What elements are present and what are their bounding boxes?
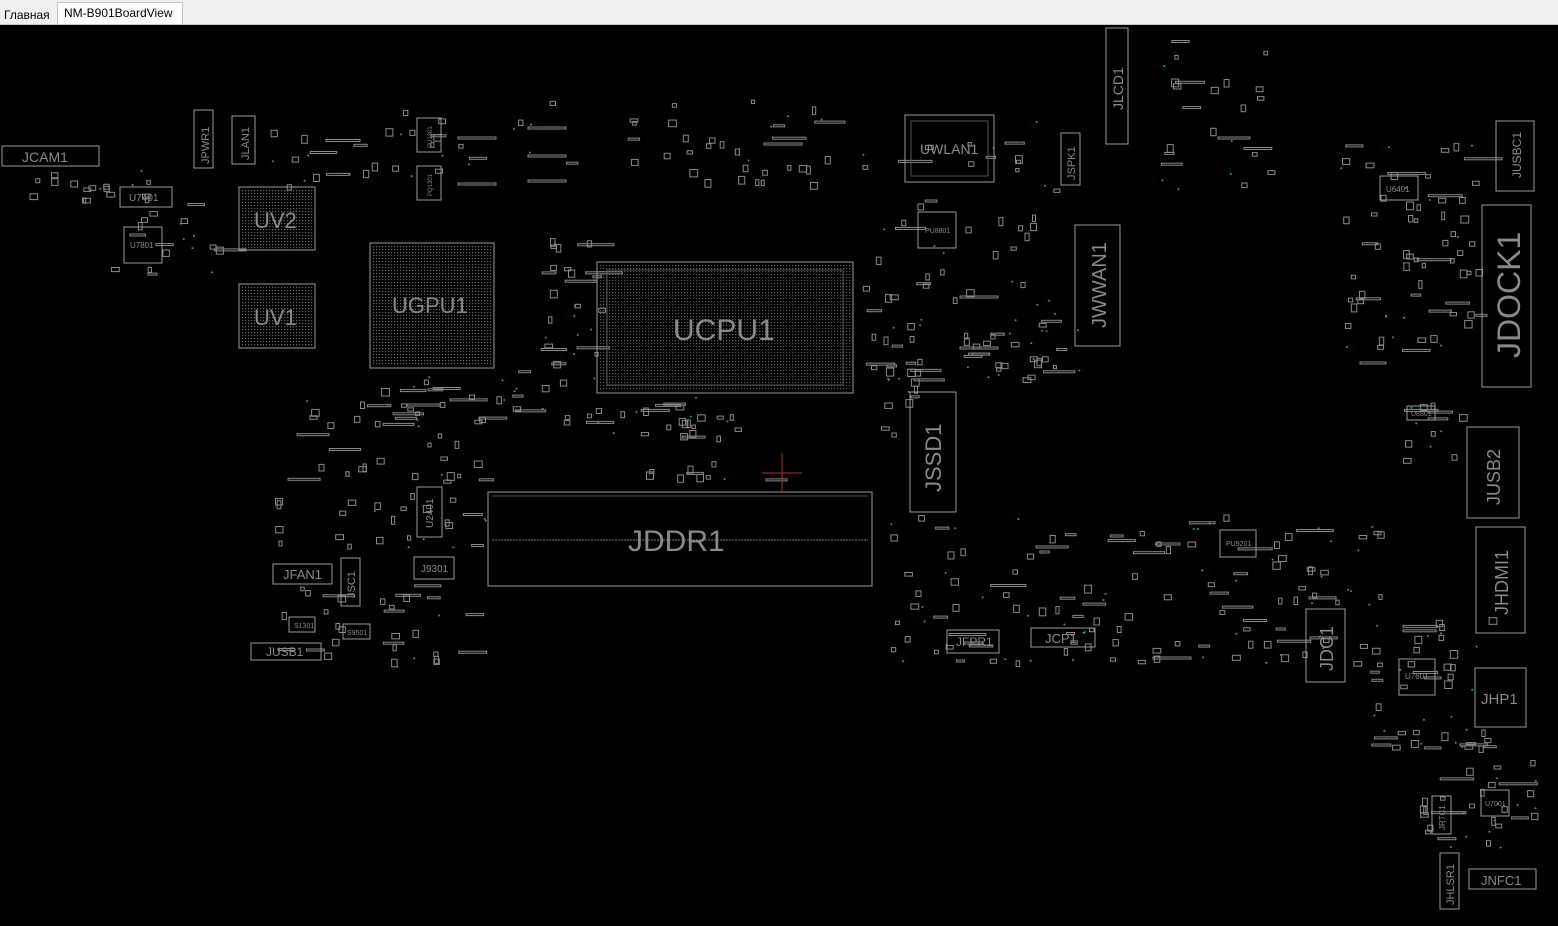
jusb2-outline[interactable] (1466, 426, 1520, 519)
jhlsr1-label: JHLSR1 (1445, 864, 1457, 905)
jusb1-outline[interactable] (250, 642, 322, 661)
jhdmi1-label: JHDMI1 (1492, 550, 1512, 615)
jnfc1-label: JNFC1 (1481, 873, 1521, 888)
u8801-label: U8801 (1411, 411, 1432, 418)
jdc1-outline[interactable] (1305, 608, 1346, 683)
s9501-label: S9501 (347, 630, 367, 637)
jwwan1-outline[interactable] (1074, 224, 1121, 347)
u7401-label: U7401 (129, 193, 159, 204)
jfan1-outline[interactable] (272, 563, 333, 585)
u7001-outline[interactable] (1480, 789, 1510, 817)
pq1301-outline[interactable] (416, 165, 442, 201)
jsc1-outline[interactable] (340, 557, 361, 607)
u2401-label: U2401 (425, 498, 436, 528)
s1301-outline[interactable] (288, 616, 316, 633)
jssd1-outline[interactable] (909, 391, 957, 513)
jusbc1-label: JUSBC1 (1510, 132, 1524, 178)
u7601-outline[interactable] (1398, 658, 1436, 696)
tab-board-view[interactable]: NM-B901BoardView (57, 2, 183, 24)
jfpr1-outline[interactable] (946, 629, 1000, 654)
jddr1-label: JDDR1 (628, 525, 725, 558)
jhp1-label: JHP1 (1481, 691, 1518, 708)
jssd1-label: JSSD1 (921, 424, 946, 492)
jcam1-label: JCAM1 (22, 149, 68, 165)
jcp1-label: JCP1 (1045, 631, 1077, 646)
pu8801-outline[interactable] (917, 211, 957, 249)
pu8801-label: PU8801 (925, 228, 950, 235)
jpwr1-outline[interactable] (193, 109, 214, 169)
jhp1-outline[interactable] (1474, 667, 1527, 728)
jdc1-label: JDC1 (1317, 626, 1337, 671)
jfan1-label: JFAN1 (283, 567, 322, 582)
small-components-layer (29, 40, 1539, 849)
jnfc1-outline[interactable] (1468, 868, 1537, 890)
u8801-outline[interactable] (1406, 405, 1436, 421)
ugpu1-outline[interactable] (369, 242, 495, 369)
pu9201-label: PU9201 (1226, 541, 1251, 548)
u6401-outline[interactable] (1379, 175, 1419, 201)
jusb2-label: JUSB2 (1484, 449, 1504, 505)
pq1301-label: PQ1301 (428, 173, 434, 196)
u7801-outline[interactable] (123, 226, 163, 264)
u2401-outline[interactable] (416, 486, 443, 538)
ugpu1-label: UGPU1 (392, 293, 468, 318)
u7001-label: U7001 (1485, 801, 1506, 808)
jspk1-outline[interactable] (1060, 132, 1081, 186)
jspk1-label: JSPK1 (1066, 146, 1078, 180)
uv1-label: UV1 (254, 305, 297, 330)
uwlan1-label: UWLAN1 (920, 141, 979, 157)
jfpr1-label: JFPR1 (956, 635, 993, 649)
pu1301-outline[interactable] (416, 117, 442, 153)
ucpu1-label: UCPU1 (673, 314, 775, 347)
jpwr1-label: JPWR1 (200, 127, 212, 164)
uwlan1-outline[interactable] (904, 114, 995, 183)
jusbc1-outline[interactable] (1495, 120, 1535, 192)
board-canvas[interactable]: JCAM1 JPWR1 JLAN1 U7401 U7801 UV2 UV1 UG… (0, 25, 1558, 921)
u7801-label: U7801 (130, 241, 154, 250)
uv1-outline[interactable] (238, 283, 316, 349)
jusb1-label: JUSB1 (266, 645, 304, 659)
u7601-label: U7601 (1405, 672, 1429, 681)
jhlsr1-outline[interactable] (1439, 852, 1460, 910)
ucpu1-outline[interactable] (596, 261, 854, 394)
jddr1-outline[interactable] (487, 491, 873, 587)
s9501-outline[interactable] (342, 623, 371, 640)
uv2-label: UV2 (254, 208, 297, 233)
pu9201-outline[interactable] (1219, 529, 1257, 558)
uv2-outline[interactable] (238, 186, 316, 251)
crosshair-cursor-icon (762, 453, 802, 493)
jcp1-outline[interactable] (1030, 627, 1096, 648)
jhdmi1-outline[interactable] (1475, 526, 1526, 634)
jwwan1-label: JWWAN1 (1089, 242, 1111, 328)
u7401-outline[interactable] (119, 186, 173, 208)
u6401-label: U6401 (1386, 185, 1410, 194)
jrtc1-label: JRTC1 (1438, 805, 1447, 830)
jcam1-outline[interactable] (1, 145, 100, 167)
s1301-label: S1301 (294, 623, 314, 630)
tab-bar: Главная NM-B901BoardView (0, 0, 1558, 25)
jlcd1-outline[interactable] (1105, 27, 1129, 145)
jsc1-label: JSC1 (346, 571, 358, 598)
jdock1-outline[interactable] (1481, 204, 1532, 388)
tab-home[interactable]: Главная (4, 8, 50, 22)
pu1301-label: PU1301 (428, 126, 434, 148)
jlan1-outline[interactable] (231, 115, 256, 165)
jdock1-label: JDOCK1 (1491, 232, 1527, 358)
jlcd1-label: JLCD1 (1110, 67, 1126, 110)
j9301-label: J9301 (421, 564, 449, 575)
jrtc1-outline[interactable] (1431, 795, 1452, 835)
j9301-outline[interactable] (413, 556, 455, 580)
jlan1-label: JLAN1 (240, 127, 252, 160)
